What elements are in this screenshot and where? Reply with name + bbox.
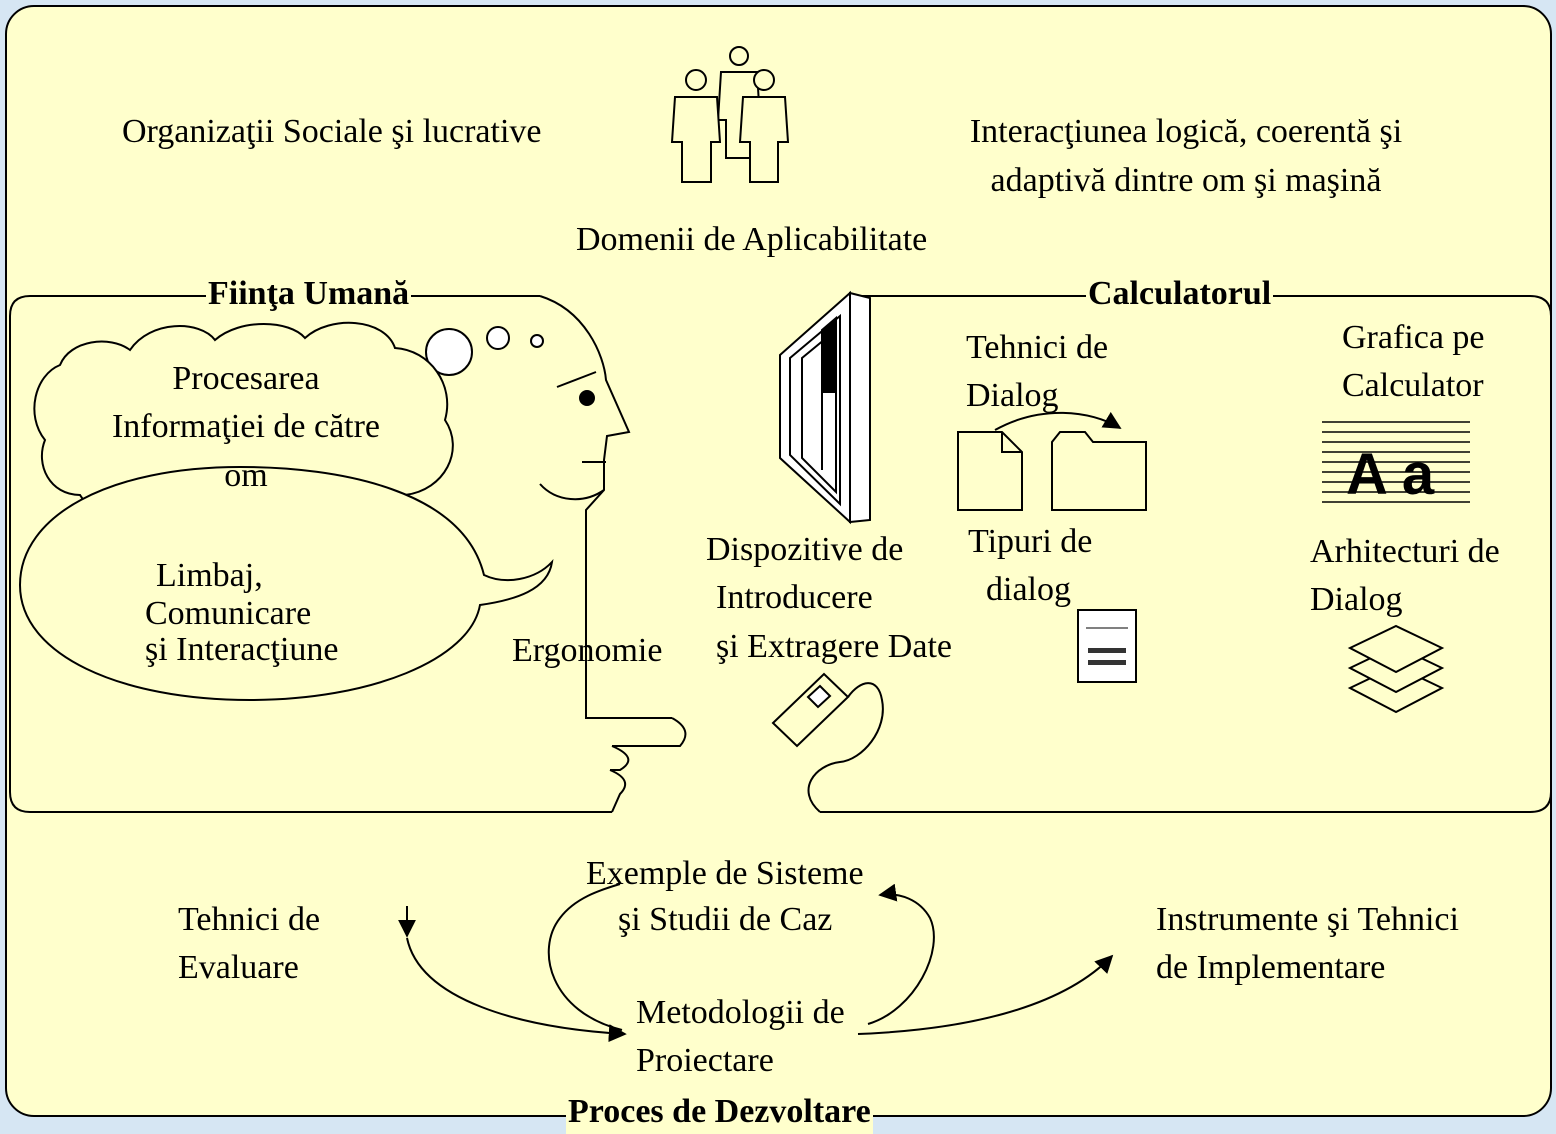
human-head-profile-icon [425,295,687,813]
human-frame [9,295,612,813]
processing-line3: om [224,457,268,494]
ergonomics-label: Ergonomie [512,632,663,669]
dialog-types-line2: dialog [986,571,1071,608]
dialog-technique-arrow [994,411,1122,431]
dialog-types-line1: Tipuri de [968,523,1093,560]
computer-frame [820,295,1552,813]
thought-cloud-icon [33,321,454,526]
devices-line3: şi Extragere Date [716,628,952,665]
processing-line2: Informaţiei de către [111,408,381,445]
menu-list-icon [1077,609,1137,683]
typeface-sample: A a [1346,442,1435,507]
language-line1: Limbaj, [156,557,263,594]
processing-line1: Procesarea [172,360,320,397]
computer-title: Calculatorul [1086,270,1274,318]
methodology-line2: Proiectare [636,1042,774,1079]
architectures-line2: Dialog [1310,581,1403,618]
folder-icon [1051,431,1147,511]
language-line3: şi Interacţiune [145,631,339,668]
devices-line2: Introducere [716,579,873,616]
methodology-line1: Metodologii de [636,994,845,1031]
tools-line1: Instrumente şi Tehnici [1156,901,1459,938]
examples-line2: şi Studii de Caz [618,901,833,938]
mouse-icon [771,672,884,813]
tools-line2: de Implementare [1156,949,1386,986]
graphics-lines-icon [1322,421,1470,503]
process-title: Proces de Dezvoltare [566,1090,873,1134]
examples-line1: Exemple de Sisteme [586,855,864,892]
dialog-techniques-line1: Tehnici de [966,329,1109,366]
human-title: Fiinţa Umană [206,270,412,318]
speech-bubble-icon [18,465,554,702]
interaction-line1: Interacţiunea logică, coerentă şi [969,113,1403,150]
application-domains-label: Domenii de Aplicabilitate [576,221,928,258]
interaction-line2: adaptivă dintre om şi maşină [990,162,1382,199]
architectures-line1: Arhitecturi de [1310,533,1500,570]
evaluation-line2: Evaluare [178,949,299,986]
dialog-techniques-line2: Dialog [966,377,1059,414]
social-organizations-label: Organizaţii Sociale şi lucrative [122,113,542,150]
language-line2: Comunicare [145,595,312,632]
evaluation-line1: Tehnici de [178,901,321,938]
cycle-arrows-icon [398,883,1114,1043]
document-icon [957,431,1023,511]
graphics-line2: Calculator [1342,367,1484,404]
graphics-line1: Grafica pe [1342,319,1485,356]
layers-icon [1347,624,1445,714]
monitor-icon [779,290,871,525]
devices-line1: Dispozitive de [706,531,904,568]
people-group-icon [670,46,790,183]
